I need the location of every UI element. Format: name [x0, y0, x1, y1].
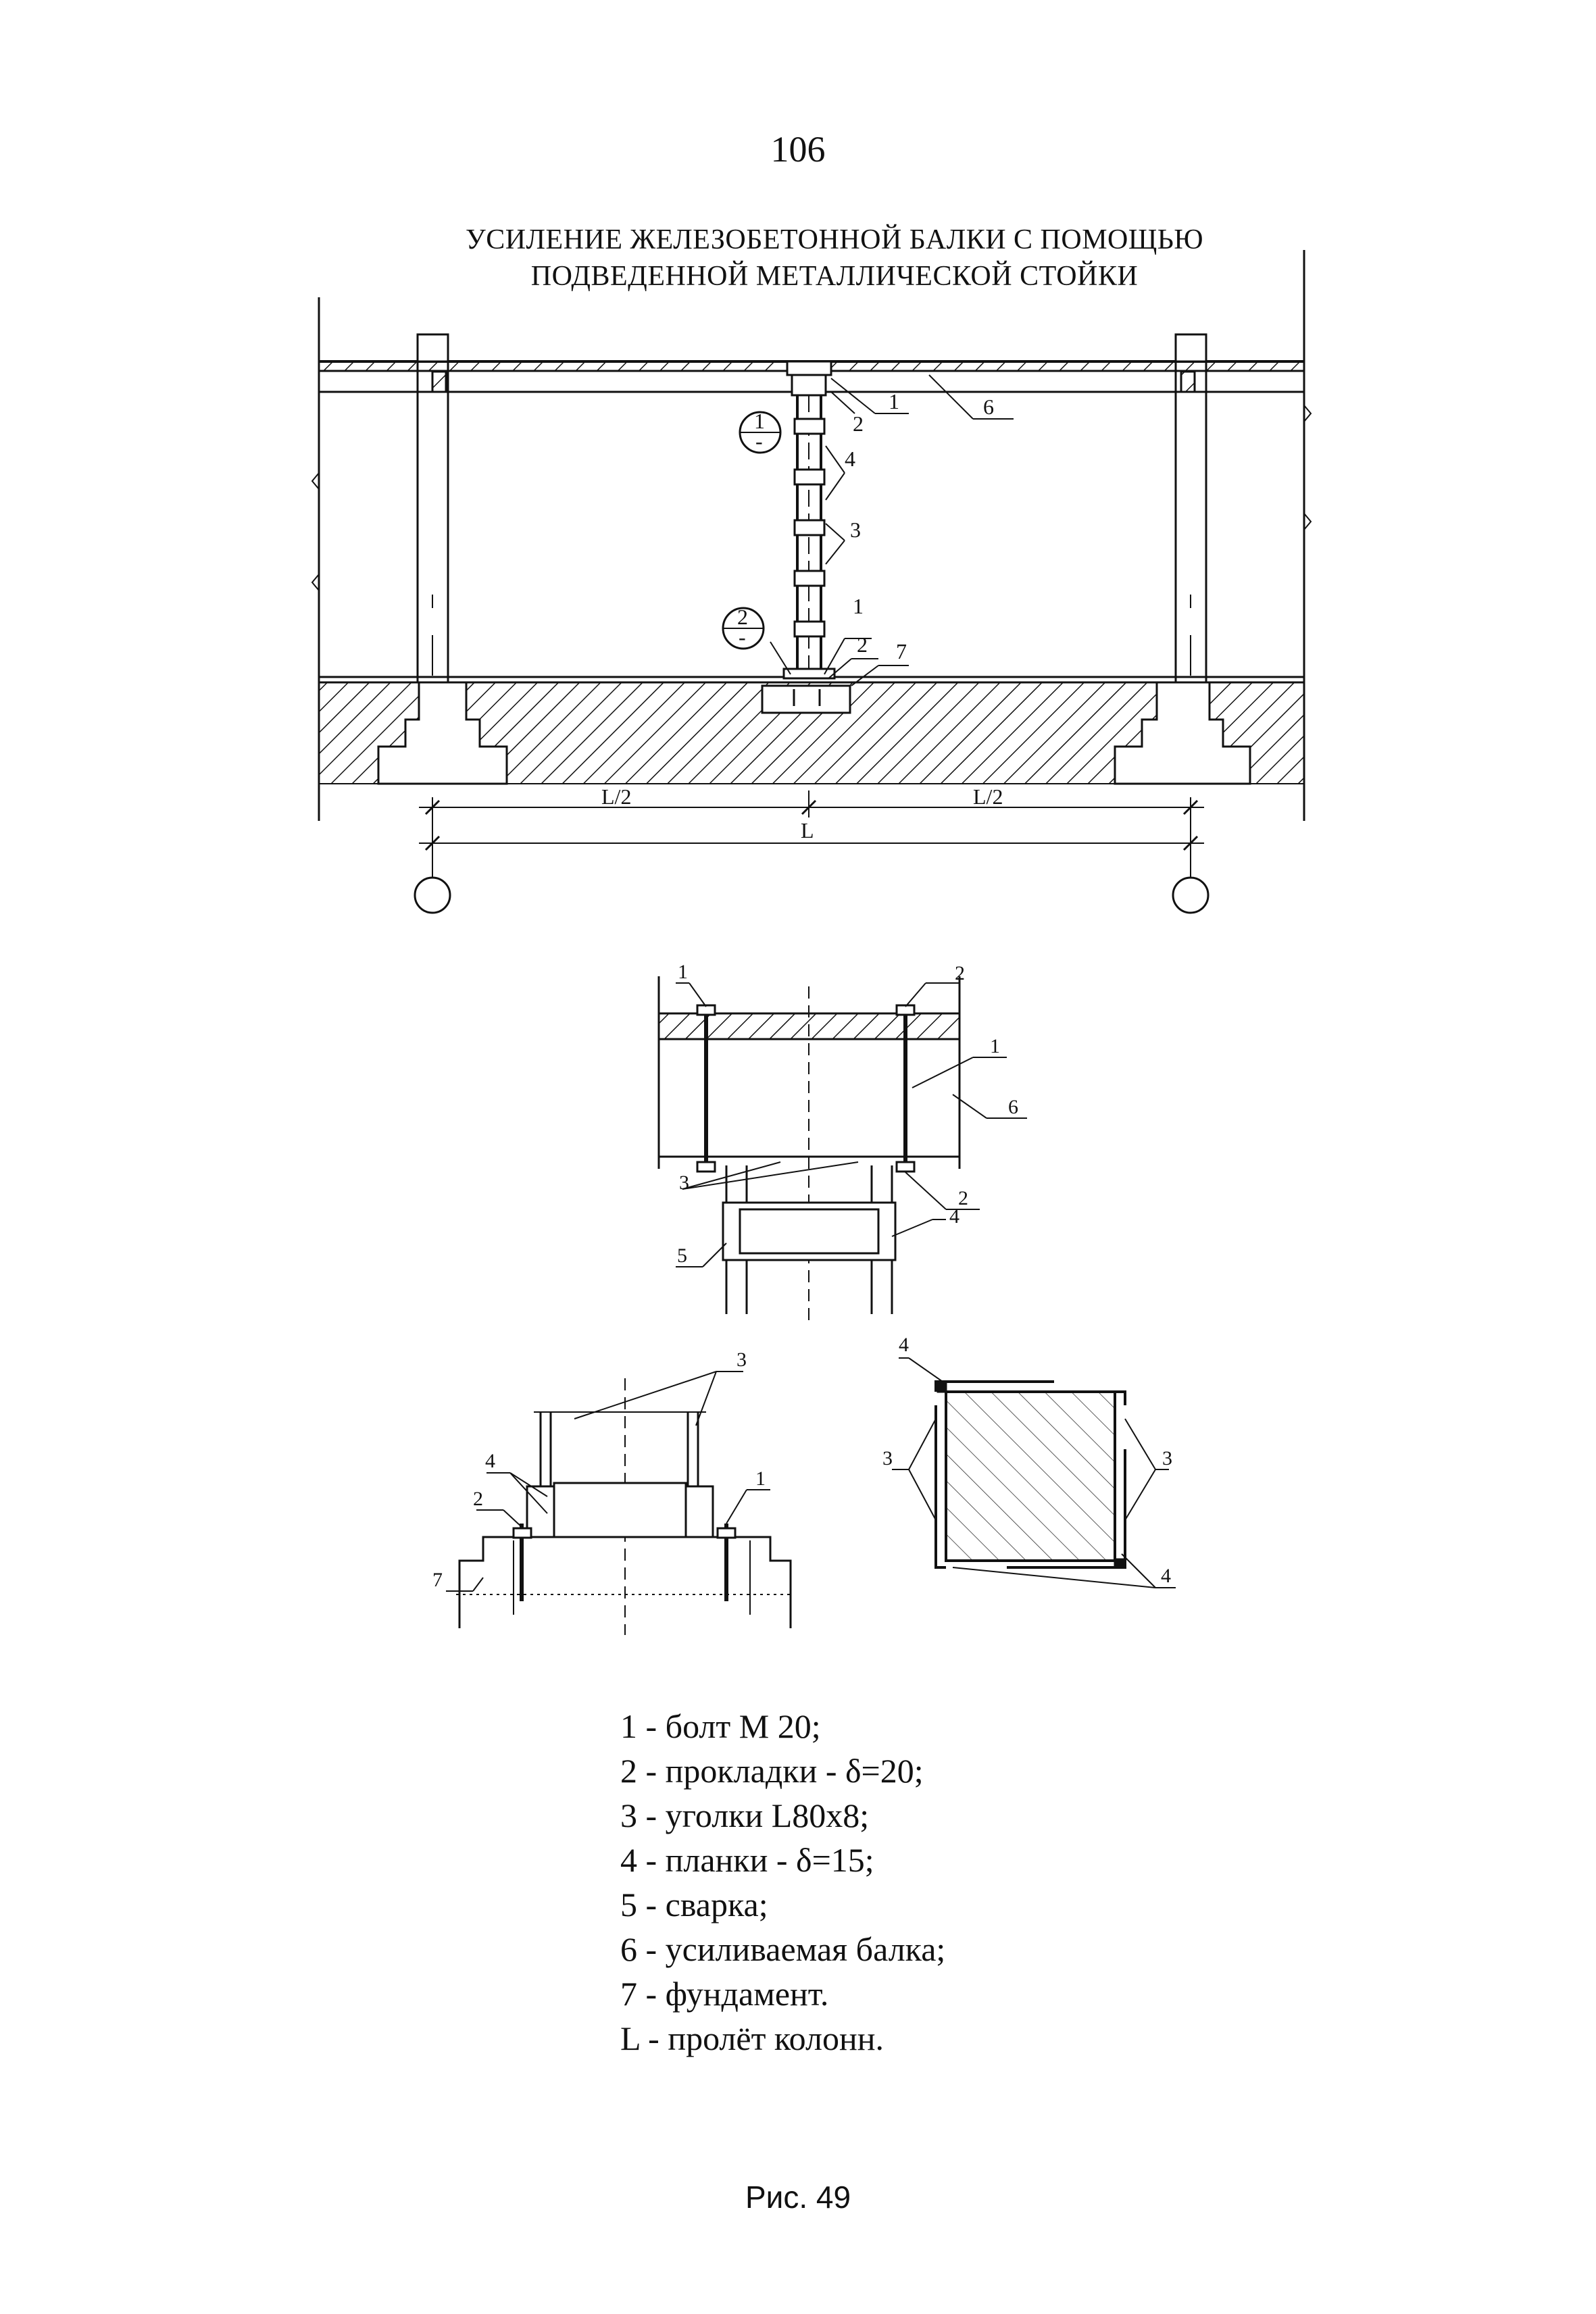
title-line-1: УСИЛЕНИЕ ЖЕЛЕЗОБЕТОННОЙ БАЛКИ С ПОМОЩЬЮ	[465, 224, 1204, 255]
callout-6: 6	[983, 395, 994, 419]
ground-foundation	[319, 676, 1304, 785]
detail-base-callout-3: 3	[737, 1349, 747, 1371]
detail-base-callout-1: 1	[755, 1467, 766, 1490]
callout-2-bottom: 2	[857, 632, 868, 657]
legend-item: L - пролёт колонн.	[620, 2019, 884, 2057]
legend-item: 1 - болт М 20;	[620, 1707, 821, 1745]
detail-top-callout-1-right: 1	[990, 1035, 1000, 1057]
detail-cross-section	[892, 1357, 1176, 1588]
detail-base-callout-2: 2	[473, 1488, 483, 1510]
dim-half-right: L/2	[973, 784, 1003, 809]
legend-item: 7 - фундамент.	[620, 1975, 829, 2013]
span-dimensions	[414, 790, 1210, 914]
dim-span: L	[801, 818, 814, 842]
page-number: 106	[770, 129, 826, 170]
callout-2-top: 2	[853, 411, 864, 436]
section-callout-3-left: 3	[882, 1447, 893, 1469]
detail-top-callout-6: 6	[1008, 1096, 1018, 1118]
section-callout-4-bottom: 4	[1161, 1565, 1171, 1587]
legend-item: 4 - планки - δ=15;	[620, 1841, 874, 1879]
legend-item: 6 - усиливаемая балка;	[620, 1930, 946, 1968]
callout-3: 3	[850, 518, 861, 542]
detail-base-callout-4: 4	[485, 1450, 495, 1472]
detail-post-base	[446, 1371, 792, 1635]
legend-item: 5 - сварка;	[620, 1886, 768, 1923]
section-mark-2-num: 2	[737, 605, 748, 629]
dim-half-left: L/2	[601, 784, 631, 809]
section-callout-4-top: 4	[899, 1334, 909, 1356]
callout-1-top: 1	[889, 389, 899, 413]
legend: 1 - болт М 20; 2 - прокладки - δ=20; 3 -…	[620, 1704, 945, 2061]
figure-caption: Рис. 49	[745, 2180, 851, 2215]
callout-1-bottom: 1	[853, 594, 864, 618]
section-mark-1-den: -	[755, 429, 763, 453]
legend-item: 3 - уголки L80х8;	[620, 1796, 870, 1834]
detail-top-callout-2-right: 2	[955, 962, 965, 984]
detail-top-callout-5: 5	[677, 1244, 687, 1267]
detail-post-head	[657, 976, 1027, 1324]
callout-7: 7	[896, 639, 907, 663]
right-column	[1174, 333, 1207, 682]
left-column	[416, 333, 449, 682]
detail-top-callout-4: 4	[949, 1205, 959, 1228]
detail-base-callout-7: 7	[432, 1569, 443, 1591]
section-mark-2-den: -	[739, 625, 746, 649]
steel-post	[782, 360, 836, 680]
title-line-2: ПОДВЕДЕННОЙ МЕТАЛЛИЧЕСКОЙ СТОЙКИ	[530, 261, 1139, 292]
drawing-title: УСИЛЕНИЕ ЖЕЛЕЗОБЕТОННОЙ БАЛКИ С ПОМОЩЬЮ …	[378, 222, 1291, 295]
legend-item: 2 - прокладки - δ=20;	[620, 1752, 924, 1790]
detail-top-callout-3: 3	[679, 1172, 689, 1194]
detail-top-callout-2-bottom: 2	[958, 1187, 968, 1209]
detail-top-callout-1-left: 1	[678, 961, 688, 983]
callout-4: 4	[845, 447, 855, 471]
section-mark-1-num: 1	[754, 409, 765, 433]
section-callout-3-right: 3	[1162, 1447, 1172, 1469]
elevation-view	[311, 250, 1312, 914]
